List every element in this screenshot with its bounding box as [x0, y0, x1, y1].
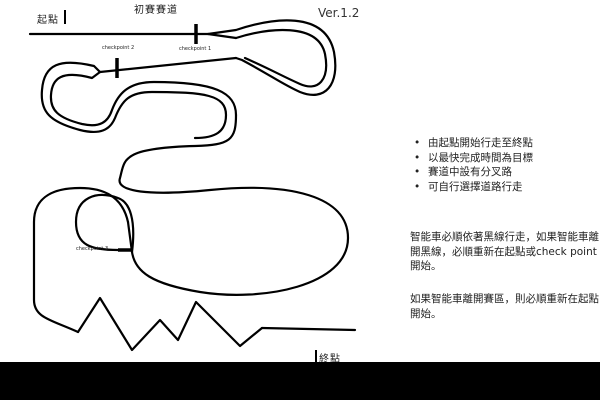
track-middle-straight — [98, 56, 238, 74]
track-start-straight — [28, 32, 238, 40]
rule-text: 賽道中設有分叉路 — [428, 166, 512, 178]
rule-item: • 可自行選擇道路行走 — [412, 180, 533, 195]
checkpoint-3-label: checkpoint 3 — [76, 246, 109, 252]
track-diagram — [28, 10, 357, 362]
track-fork-upper — [40, 61, 228, 140]
bullet: • — [414, 151, 421, 164]
slide: 初賽賽道 Ver.1.2 起點 終點 checkpoint 1 checkpoi… — [0, 0, 600, 362]
track-zigzag — [76, 296, 264, 352]
rules-list: • 由起點開始行走至終點 • 以最快完成時間為目標 • 賽道中設有分叉路 • 可自行選擇… — [412, 136, 533, 194]
rule-item: • 由起點開始行走至終點 — [412, 136, 533, 151]
track-big-loop — [118, 113, 350, 296]
rule-text: 以最快完成時間為目標 — [428, 151, 533, 164]
track-right-upper-loop — [206, 19, 337, 96]
track-fork-lower — [49, 70, 238, 127]
track-final-straight — [260, 326, 357, 332]
note-paragraph-2: 如果智能車離開賽區，則必順重新在起點開始。 — [410, 293, 599, 320]
version-label: Ver.1.2 — [318, 6, 360, 20]
track-inner-branch — [74, 193, 135, 254]
track-right-loop-inner — [234, 28, 328, 88]
checkpoint-1-label: checkpoint 1 — [179, 46, 212, 52]
rule-item: • 以最快完成時間為目標 — [412, 151, 533, 166]
rule-text: 可自行選擇道路行走 — [428, 180, 523, 193]
checkpoint-2-label: checkpoint 2 — [102, 45, 135, 51]
bullet: • — [414, 137, 421, 149]
bullet: • — [414, 180, 421, 193]
start-label: 起點 — [37, 15, 59, 26]
note-paragraph-1: 智能車必順依著黑線行走，如果智能車離開黑線，必順重新在起點或check poin… — [410, 231, 599, 272]
track-left-lobe — [32, 186, 130, 334]
track-title: 初賽賽道 — [134, 5, 178, 16]
rule-text: 由起點開始行走至終點 — [428, 137, 533, 149]
rule-item: • 賽道中設有分叉路 — [412, 165, 533, 180]
bullet: • — [414, 166, 421, 178]
finish-label: 終點 — [319, 354, 341, 362]
